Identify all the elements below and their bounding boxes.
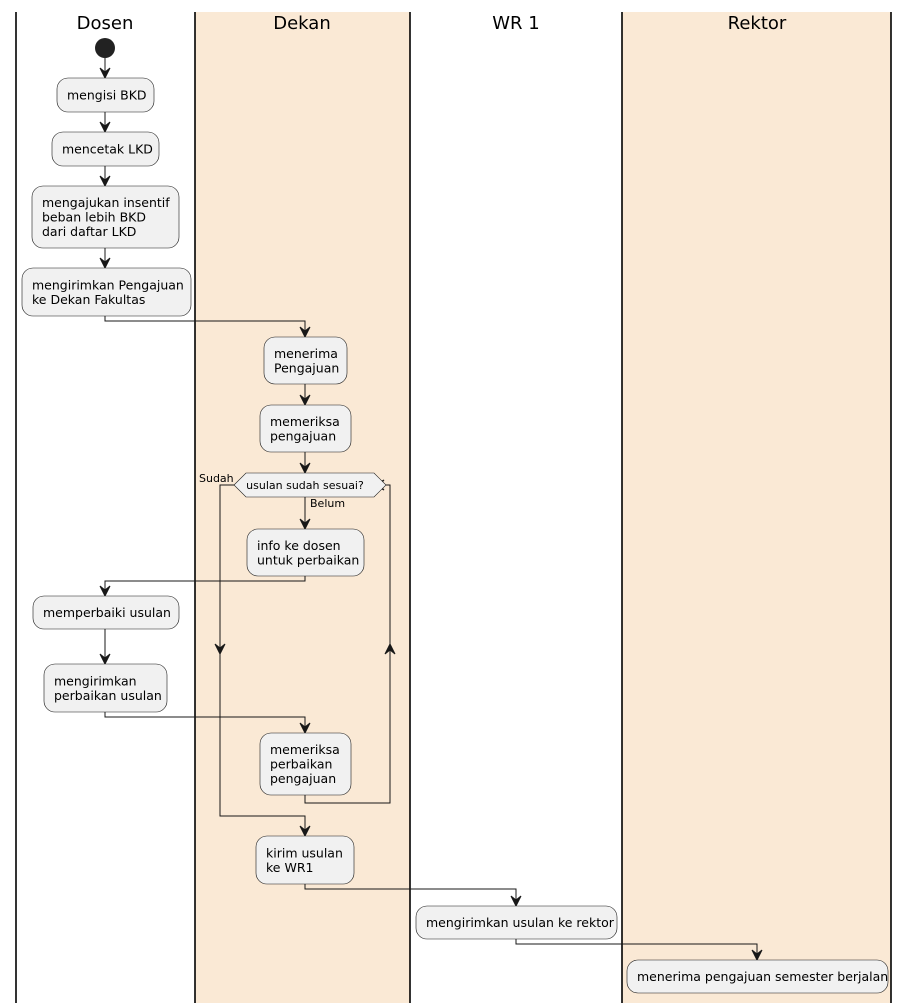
activity-label: info ke dosen — [257, 538, 341, 553]
lane-title-wr1: WR 1 — [492, 13, 539, 34]
activity-box — [21, 267, 192, 317]
activity-box — [32, 595, 180, 630]
arrow-heads — [99, 67, 763, 962]
edge — [304, 484, 391, 804]
activity-label: ke Dekan Fakultas — [32, 292, 145, 307]
activity-box — [43, 663, 168, 713]
activity-label: mengisi BKD — [67, 88, 147, 103]
decision-node — [233, 472, 387, 498]
activity-mengisi: mengisi BKD — [56, 77, 155, 113]
activity-mengirimkan-rektor: mengirimkan usulan ke rektor — [415, 905, 618, 940]
edge — [104, 576, 306, 590]
edges — [104, 58, 758, 954]
activity-label: pengajuan — [270, 771, 336, 786]
decision-no-label: Belum — [310, 497, 345, 510]
edge — [104, 316, 306, 331]
activity-label: ke WR1 — [266, 860, 313, 875]
edge — [104, 712, 306, 727]
arrow-head — [299, 722, 311, 735]
activity-box — [263, 336, 348, 385]
activity-label: mengajukan insentif — [42, 195, 170, 210]
arrow-head — [751, 949, 763, 962]
arrow-head — [299, 462, 311, 475]
lane-title-dosen: Dosen — [77, 13, 134, 34]
activity-box — [259, 404, 352, 453]
activity-label: mengirimkan — [54, 673, 137, 688]
lane-title-rektor: Rektor — [728, 13, 787, 34]
activity-label: untuk perbaikan — [257, 552, 359, 567]
activity-label: Pengajuan — [274, 360, 339, 375]
activity-box — [31, 185, 180, 249]
activity-label: menerima pengajuan semester berjalan — [637, 969, 888, 984]
activity-label: beban lebih BKD — [42, 210, 146, 225]
arrow-head — [299, 326, 311, 339]
lane-rektor-bg — [622, 12, 891, 1003]
arrow-head — [510, 895, 522, 908]
activity-label: menerima — [274, 346, 338, 361]
activity-mencetak: mencetak LKD — [51, 131, 160, 167]
activity-label: pengajuan — [270, 428, 336, 443]
activity-label: memperbaiki usulan — [43, 605, 171, 620]
arrow-head — [99, 121, 111, 134]
decision-label: usulan sudah sesuai? — [246, 479, 364, 492]
edge — [515, 939, 758, 954]
activity-box — [255, 835, 355, 885]
activity-menerima-semester: menerima pengajuan semester berjalan — [626, 959, 889, 994]
lane-title-dekan: Dekan — [273, 13, 330, 34]
activity-box — [56, 77, 155, 113]
activity-label: mencetak LKD — [62, 142, 153, 157]
activity-label: perbaikan usulan — [54, 688, 162, 703]
arrow-head — [299, 518, 311, 531]
activity-label: mengirimkan Pengajuan — [32, 277, 184, 292]
arrow-head — [299, 825, 311, 838]
activity-label: memeriksa — [270, 414, 340, 429]
arrow-head — [99, 175, 111, 188]
activity-label: memeriksa — [270, 742, 340, 757]
arrow-head — [299, 394, 311, 407]
arrow-head — [99, 585, 111, 598]
activity-box — [259, 732, 352, 796]
activity-memperbaiki: memperbaiki usulan — [32, 595, 180, 630]
arrow-head — [214, 643, 226, 656]
activity-box — [415, 905, 618, 940]
edge — [304, 884, 517, 900]
arrow-head — [99, 653, 111, 666]
activity-box — [246, 528, 365, 577]
activity-box — [626, 959, 889, 994]
lane-wr1-bg — [410, 0, 622, 1003]
arrow-head — [384, 642, 396, 655]
activity-label: perbaikan — [270, 757, 332, 772]
arrow-head — [99, 257, 111, 270]
edge — [219, 484, 306, 830]
activity-label: mengirimkan usulan ke rektor — [426, 915, 615, 930]
activities: mengisi BKD mencetak LKD mengajukan insent… — [21, 77, 889, 994]
activity-label: dari daftar LKD — [42, 224, 136, 239]
activity-label: kirim usulan — [266, 845, 343, 860]
decision-yes-label: Sudah — [199, 472, 234, 485]
start-node — [95, 38, 115, 58]
activity-box — [51, 131, 160, 167]
arrow-head — [99, 67, 111, 80]
